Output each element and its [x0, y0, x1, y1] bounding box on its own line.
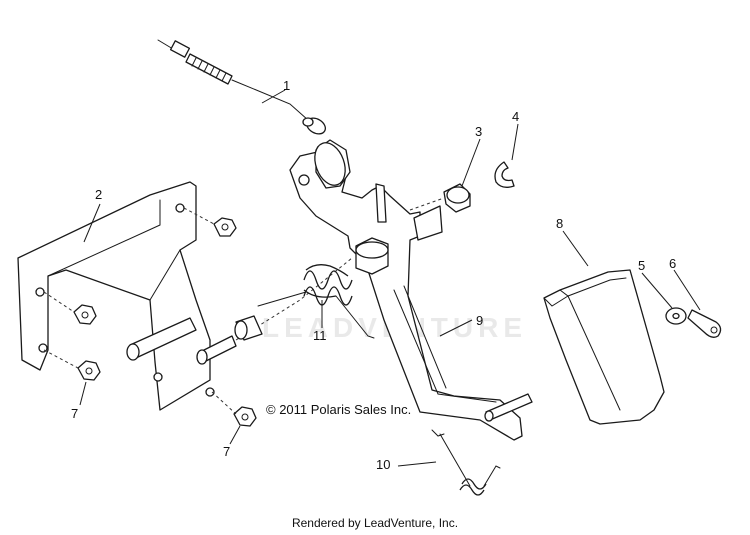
part-6-cotter-pin — [687, 309, 722, 338]
callout-4: 4 — [512, 109, 519, 124]
rendered-by-footer: Rendered by LeadVenture, Inc. — [291, 516, 459, 530]
part-7-nut-mid — [73, 304, 97, 325]
callout-3: 3 — [475, 124, 482, 139]
callout-11: 11 — [313, 328, 327, 343]
callout-2: 2 — [95, 187, 102, 202]
part-7-nut-left — [77, 360, 101, 381]
callout-7-left: 7 — [71, 406, 78, 421]
callout-9: 9 — [476, 313, 483, 328]
callout-5: 5 — [638, 258, 645, 273]
part-11-torsion-spring — [257, 264, 375, 339]
leader-lines — [79, 89, 701, 467]
part-8-pedal-pad — [543, 269, 665, 425]
part-7-nut-bottom — [233, 406, 257, 427]
part-7-nut-top — [213, 217, 237, 237]
part-2-bracket — [17, 181, 237, 411]
part-4-e-clip — [494, 161, 515, 188]
callout-6: 6 — [669, 256, 676, 271]
callout-10: 10 — [376, 457, 390, 472]
callout-7-bottom: 7 — [223, 444, 230, 459]
part-bushing — [234, 315, 263, 341]
part-5-washer — [665, 307, 687, 325]
part-3-bushing — [443, 183, 471, 213]
callout-8: 8 — [556, 216, 563, 231]
part-10-return-spring — [431, 429, 501, 496]
part-1-cable — [157, 39, 326, 135]
callout-1: 1 — [283, 78, 290, 93]
copyright-notice: © 2011 Polaris Sales Inc. — [266, 402, 412, 417]
part-9-pedal-arm — [289, 139, 533, 441]
